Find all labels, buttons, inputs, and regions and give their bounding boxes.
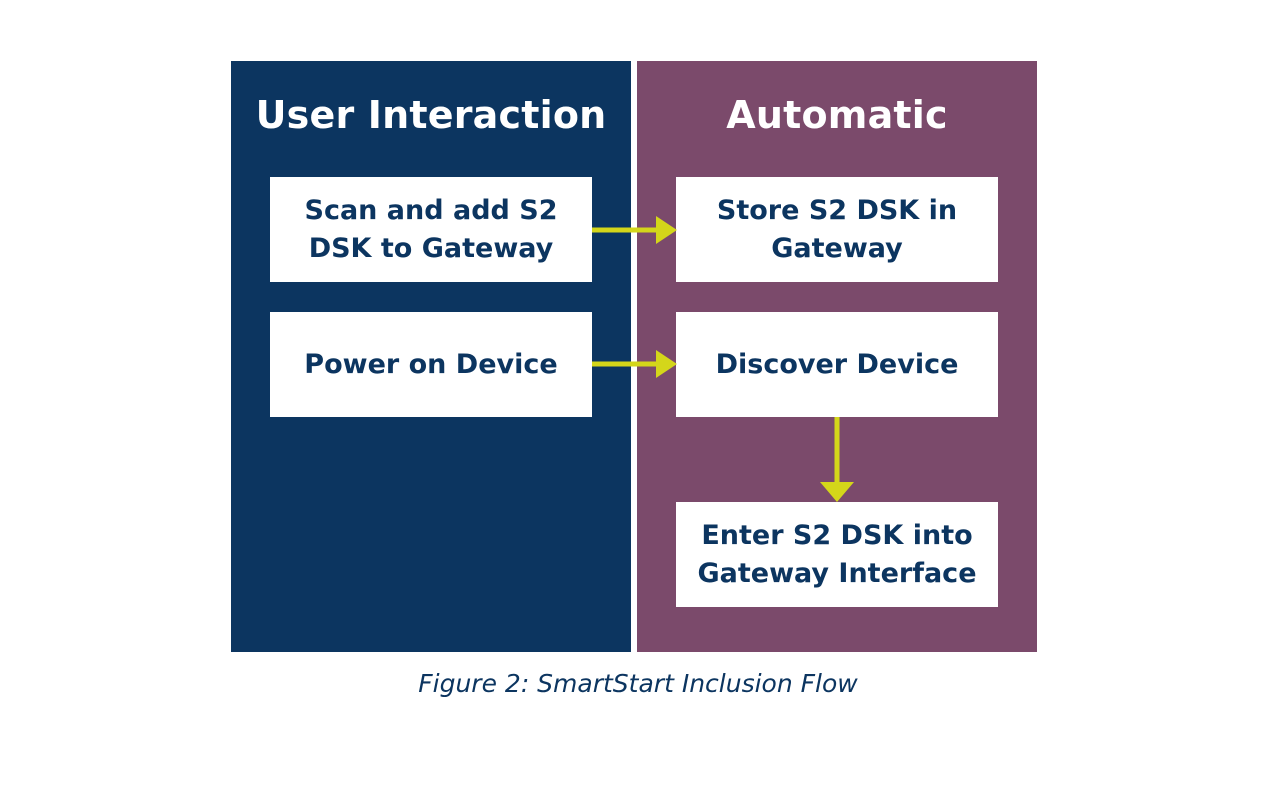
enter-dsk-step: Enter S2 DSK into Gateway Interface (676, 502, 998, 607)
discover-device-step: Discover Device (676, 312, 998, 417)
arrow-scan-to-store (592, 216, 677, 244)
user-interaction-title: User Interaction (255, 93, 607, 137)
automatic-title: Automatic (726, 93, 948, 137)
arrow-discover-to-enter (820, 417, 854, 502)
store-dsk-step: Store S2 DSK in Gateway (676, 177, 998, 282)
scan-dsk-step: Scan and add S2 DSK to Gateway (270, 177, 592, 282)
arrow-power-to-discover (592, 350, 677, 378)
figure-caption: Figure 2: SmartStart Inclusion Flow (418, 669, 858, 698)
power-on-step: Power on Device (270, 312, 592, 417)
